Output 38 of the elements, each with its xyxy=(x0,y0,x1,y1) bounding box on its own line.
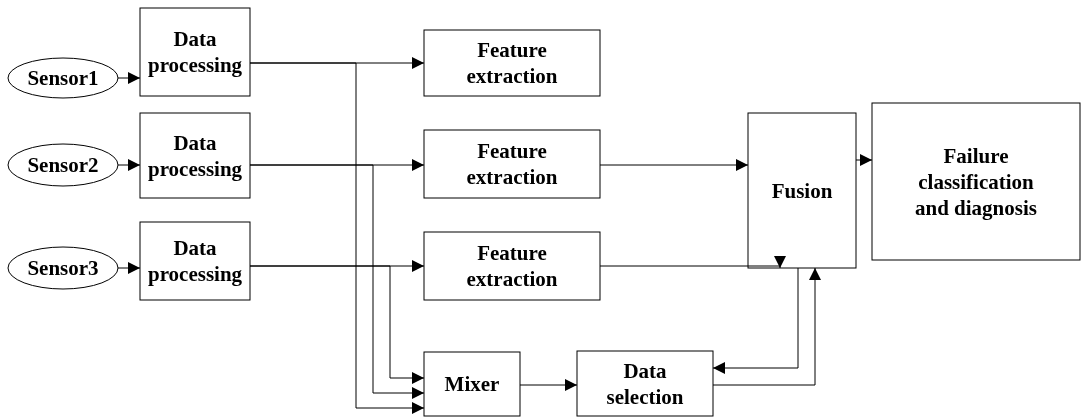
node-label: Feature extraction xyxy=(465,240,559,292)
process-box xyxy=(423,129,601,199)
arrow xyxy=(712,267,821,386)
arrow xyxy=(855,154,873,166)
node-label: Data selection xyxy=(605,357,685,410)
node-label: Fusion xyxy=(770,177,834,204)
arrow xyxy=(249,62,425,414)
process-box xyxy=(871,102,1081,261)
arrow xyxy=(117,159,141,171)
arrow xyxy=(117,72,141,84)
node-label: Sensor2 xyxy=(26,152,100,178)
node-label: Failure classification and diagnosis xyxy=(914,142,1038,221)
node-label: Mixer xyxy=(443,371,501,397)
sensor-ellipse xyxy=(7,57,119,99)
process-box xyxy=(139,7,251,97)
sensor-ellipse xyxy=(7,143,119,187)
node-label: Data processing xyxy=(146,129,244,182)
arrow xyxy=(599,256,786,269)
node-label: Sensor3 xyxy=(26,255,100,281)
arrow xyxy=(117,262,141,274)
arrow xyxy=(712,267,799,374)
process-box xyxy=(139,112,251,199)
sensor-ellipse xyxy=(7,246,119,290)
process-box xyxy=(423,29,601,97)
process-box xyxy=(747,112,857,269)
node-label: Feature extraction xyxy=(465,37,559,89)
process-box xyxy=(423,351,521,417)
process-box xyxy=(423,231,601,301)
arrow xyxy=(519,379,578,391)
node-label: Sensor1 xyxy=(26,65,100,91)
arrow xyxy=(599,159,749,171)
process-box xyxy=(139,221,251,301)
arrow xyxy=(249,164,425,399)
node-label: Feature extraction xyxy=(465,138,559,190)
arrow xyxy=(249,265,425,384)
process-box xyxy=(576,350,714,417)
node-label: Data processing xyxy=(146,26,244,78)
node-label: Data processing xyxy=(146,235,244,287)
